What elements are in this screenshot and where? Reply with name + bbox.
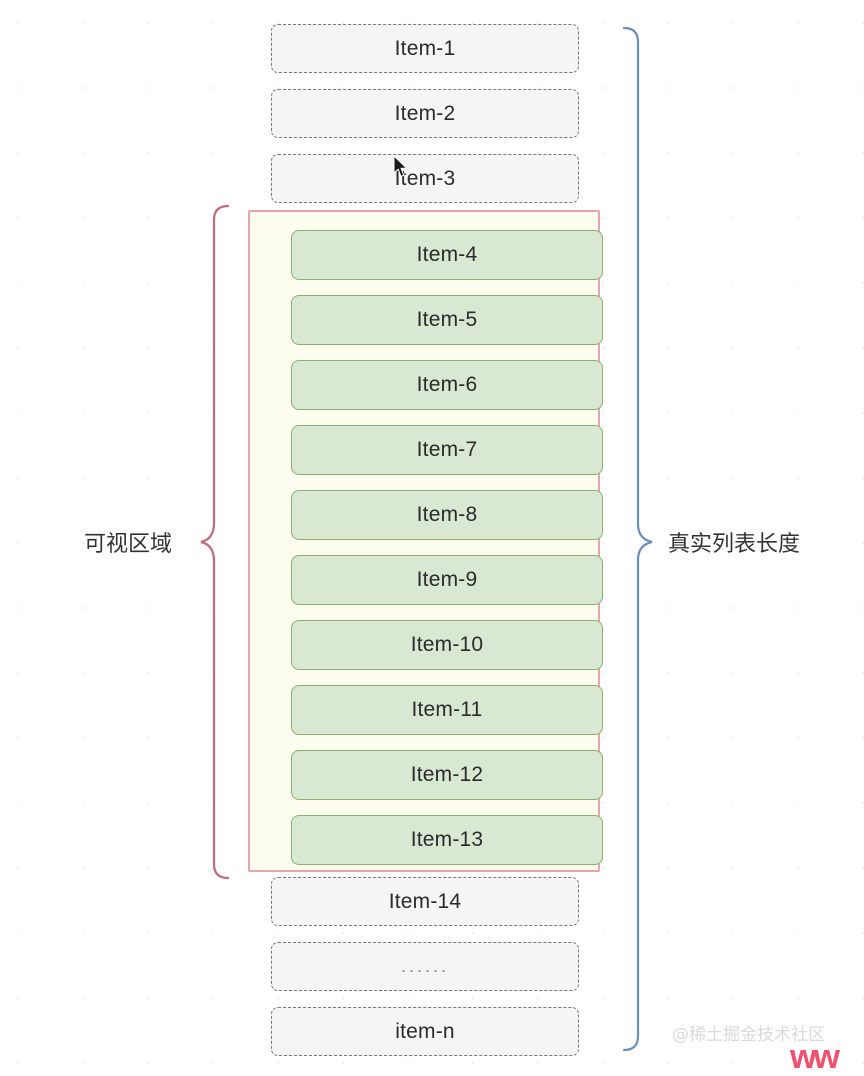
list-item-label: Item-11 xyxy=(411,698,483,721)
list-item-top: Item-1 xyxy=(271,24,579,73)
total-length-label: 真实列表长度 xyxy=(668,532,801,557)
watermark-logo: ww xyxy=(790,1038,840,1076)
viewport-list-item: Item-12 xyxy=(291,750,603,800)
viewport-list-item: Item-11 xyxy=(291,685,603,735)
list-item-label: Item-14 xyxy=(388,889,462,913)
watermark-text: @稀土掘金技术社区 xyxy=(672,1025,825,1045)
list-item-label: Item-12 xyxy=(410,763,484,786)
viewport-container: Item-4 Item-5 Item-6 Item-7 Item-8 Item-… xyxy=(248,210,603,872)
viewport-list-item: Item-10 xyxy=(291,620,603,670)
list-item-label: Item-7 xyxy=(416,438,478,461)
viewport-list-item: Item-5 xyxy=(291,295,603,345)
list-item-ellipsis: ...... xyxy=(271,942,579,991)
list-item-label: Item-1 xyxy=(394,36,456,60)
list-item-label: Item-10 xyxy=(410,633,484,656)
list-item-label: item-n xyxy=(395,1019,455,1043)
viewport-list-item: Item-6 xyxy=(291,360,603,410)
list-item-top: Item-3 xyxy=(271,154,579,203)
list-item-top: Item-2 xyxy=(271,89,579,138)
viewport-list-item: Item-4 xyxy=(291,230,603,280)
list-item-bottom: item-n xyxy=(271,1007,579,1056)
list-item-label: Item-6 xyxy=(416,373,478,396)
list-item-label: Item-3 xyxy=(394,166,456,190)
viewport-item-list: Item-4 Item-5 Item-6 Item-7 Item-8 Item-… xyxy=(250,230,603,870)
list-item-label: Item-5 xyxy=(416,308,478,331)
list-item-label: Item-2 xyxy=(394,101,456,125)
viewport-label: 可视区域 xyxy=(84,532,173,557)
total-length-brace xyxy=(622,26,653,1052)
viewport-list-item: Item-7 xyxy=(291,425,603,475)
list-item-label: ...... xyxy=(400,956,449,976)
list-item-label: Item-4 xyxy=(416,243,478,266)
viewport-list-item: Item-8 xyxy=(291,490,603,540)
viewport-list-item: Item-9 xyxy=(291,555,603,605)
list-item-label: Item-13 xyxy=(410,828,484,851)
list-item-label: Item-9 xyxy=(416,568,478,591)
list-item-label: Item-8 xyxy=(416,503,478,526)
list-item-bottom: Item-14 xyxy=(271,877,579,926)
viewport-brace xyxy=(200,204,230,880)
viewport-list-item: Item-13 xyxy=(291,815,603,865)
